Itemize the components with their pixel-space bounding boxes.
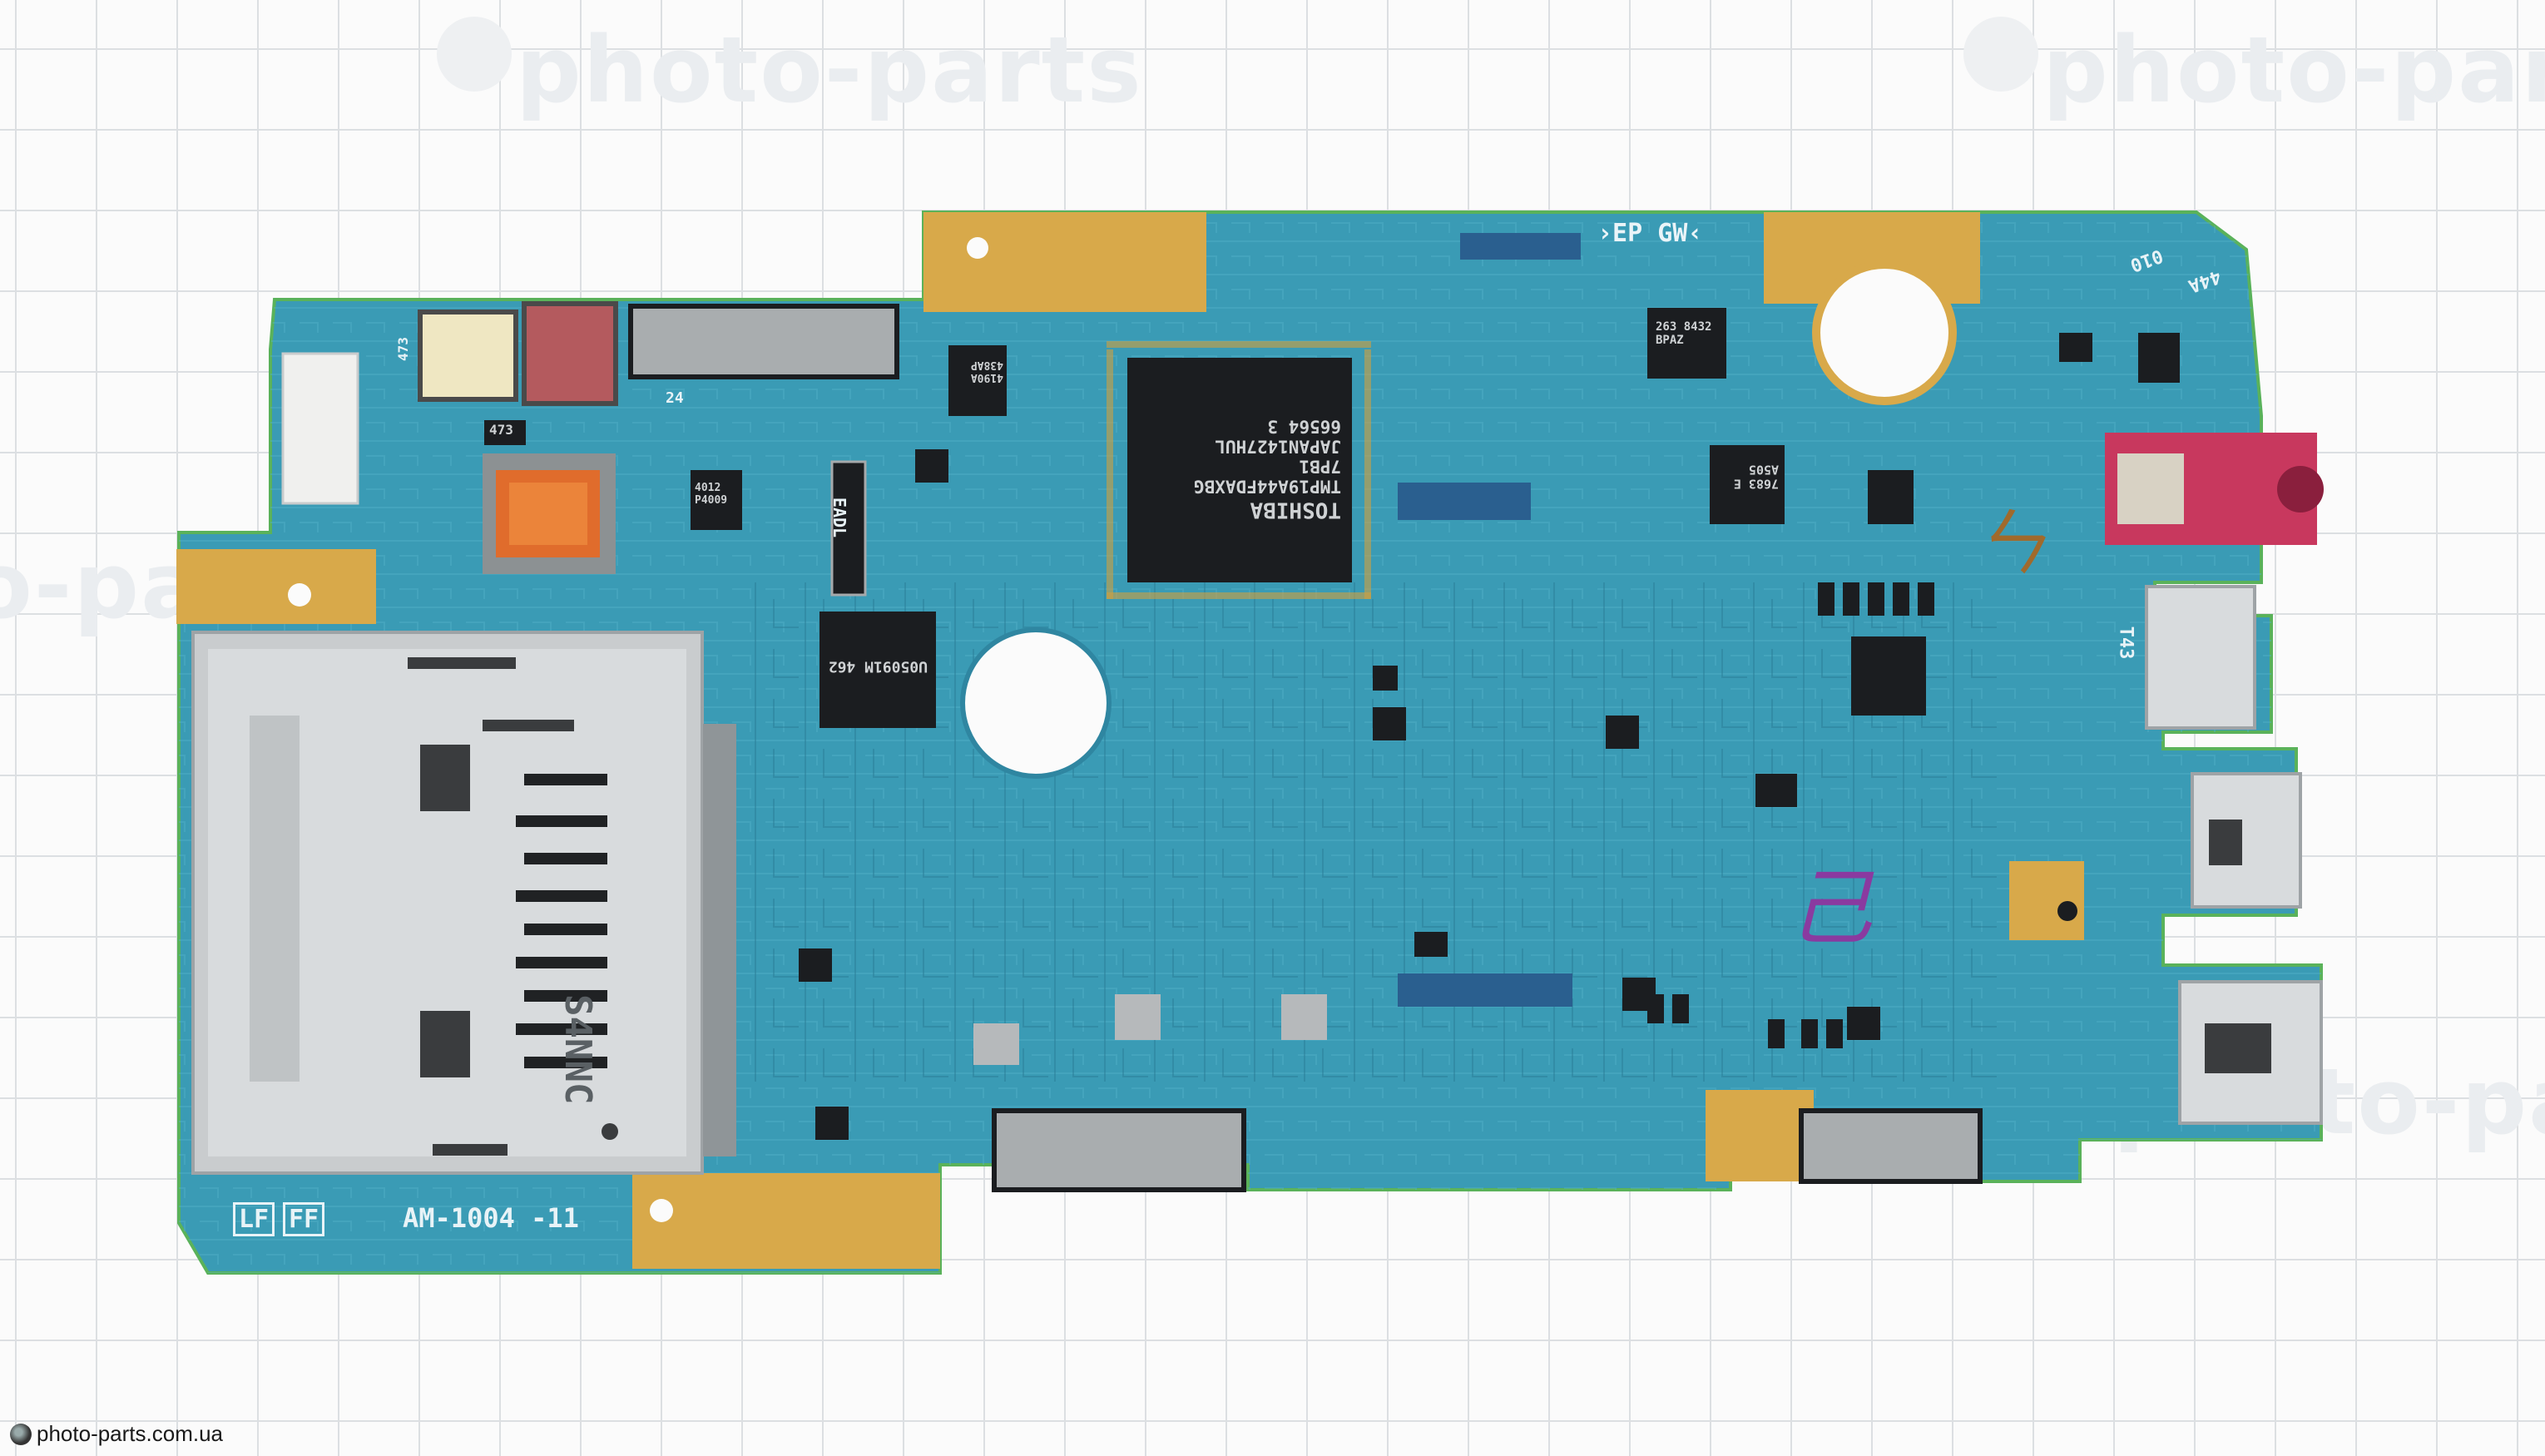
- hdmi-port: [2191, 772, 2302, 909]
- chip-7683-text: 7683 E A505: [1733, 462, 1779, 492]
- main-processor-chip: [1127, 358, 1352, 582]
- gold-pad-right: [2009, 861, 2084, 940]
- chip-4012-text: 4012 P4009: [695, 482, 728, 507]
- chip-4190a-text: 4190A 438AP: [970, 358, 1003, 384]
- main-chip-text: TOSHIBA TMP19A44FDAXBG 7PB1 JAPAN1427HUL…: [1141, 416, 1341, 522]
- watermark-logo-icon: [437, 17, 512, 92]
- site-credit[interactable]: photo-parts.com.ua: [10, 1421, 223, 1447]
- silk-t43: T43: [2115, 626, 2137, 660]
- watermark-text-top-left: photo-parts: [516, 17, 1143, 123]
- chip-263: [1647, 308, 1726, 379]
- gold-pad-bottom-left: [632, 1173, 940, 1269]
- watermark-text-top-right: photo-parts: [2042, 17, 2545, 123]
- chip-263-text: 263 8432 BPAZ: [1656, 320, 1712, 348]
- chip-4190a: [948, 345, 1007, 416]
- silk-24: 24: [666, 389, 684, 407]
- chip-small-right: [1868, 470, 1914, 524]
- gold-pad-bottom-middle: [1706, 1090, 1814, 1181]
- mounting-hole-center: [960, 627, 1112, 779]
- site-credit-url[interactable]: photo-parts.com.ua: [37, 1421, 224, 1446]
- cap-473: [484, 420, 526, 445]
- fpc-connector-top: [628, 304, 899, 379]
- chip-u05091m: [819, 612, 936, 728]
- watermark-logo-icon-right: [1963, 17, 2038, 92]
- main-chip-line1: TMP19A44FDAXBG: [1193, 476, 1341, 497]
- silk-eadl: EADL: [829, 497, 850, 538]
- chip-right: [1851, 636, 1926, 716]
- main-chip-maker: TOSHIBA: [1250, 497, 1341, 522]
- card-slot-label: S4NNC: [557, 994, 599, 1105]
- handwritten-mark-2: 己: [1789, 859, 1872, 957]
- board-model-label: AM-1004 -11: [403, 1202, 579, 1234]
- silk-473: 473: [394, 337, 411, 361]
- main-chip-line2: 7PB1: [1299, 456, 1341, 477]
- main-chip-line3: JAPAN1427HUL: [1215, 436, 1341, 457]
- fpc-connector-bottom-left: [992, 1108, 1246, 1192]
- handwritten-mark-1: ㄣ: [1972, 500, 2047, 587]
- logo-lf-icon: LF: [233, 1202, 275, 1236]
- main-chip-line4: 66564 3: [1267, 416, 1341, 437]
- inductor-label: 473: [489, 422, 513, 438]
- site-logo-icon: [10, 1423, 32, 1445]
- gold-pad-left: [176, 549, 376, 624]
- trace-label: ›EP GW‹: [1597, 219, 1703, 248]
- usb-port-top: [2145, 585, 2256, 730]
- crystal-eadl: [832, 462, 865, 595]
- mounting-hole-top: [1812, 260, 1957, 405]
- cap-white: [418, 310, 518, 402]
- chip-u05091m-text: U05091M 462: [828, 657, 928, 676]
- chip-4012: [691, 470, 742, 530]
- chip-7683: [1710, 445, 1785, 524]
- gold-pad-top-left: [923, 212, 1206, 312]
- connector-left: [281, 352, 359, 505]
- logo-ff-icon: FF: [283, 1202, 325, 1236]
- fpc-connector-bottom-right: [1799, 1108, 1983, 1184]
- cap-red: [522, 301, 618, 406]
